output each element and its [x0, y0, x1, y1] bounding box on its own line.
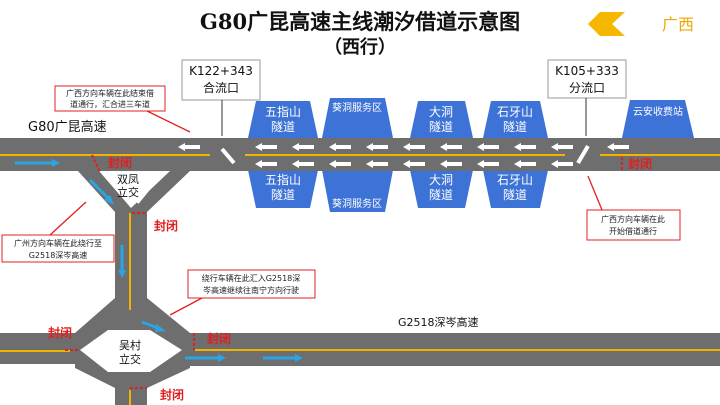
- tunnel-labels: 五指山 隧道 葵洞服务区 大洞 隧道 石牙山 隧道 云安收费站 五指山 隧道 葵…: [265, 101, 683, 210]
- left-arrow-icon: [551, 160, 573, 168]
- left-arrow-icon: [514, 160, 536, 168]
- svg-text:合流口: 合流口: [203, 80, 239, 95]
- svg-text:广西方向车辆在此: 广西方向车辆在此: [601, 214, 665, 224]
- direction-chevron-icon: [588, 12, 625, 36]
- interchange-island: [80, 330, 182, 372]
- left-arrow-icon: [403, 143, 425, 151]
- closed-label: 封闭: [160, 387, 184, 402]
- left-arrow-icon: [477, 160, 499, 168]
- svg-text:隧道: 隧道: [429, 187, 453, 202]
- svg-text:K105+333: K105+333: [555, 64, 619, 78]
- page-subtitle: （西行）: [324, 36, 396, 58]
- tunnel-shapes: [248, 98, 694, 212]
- svg-text:分流口: 分流口: [569, 81, 605, 95]
- svg-text:广州方向车辆在此绕行至: 广州方向车辆在此绕行至: [14, 238, 102, 248]
- svg-text:岑高速继续往南宁方向行驶: 岑高速继续往南宁方向行驶: [203, 285, 299, 295]
- left-arrow-icon: [255, 160, 277, 168]
- interchange-island: [99, 171, 170, 208]
- left-arrow-icon: [292, 160, 314, 168]
- left-arrow-icon: [607, 143, 629, 151]
- merge-arrow-icon: [220, 147, 236, 165]
- note-split: 广西方向车辆在此 开始借道通行: [586, 209, 681, 241]
- left-arrow-icon: [255, 143, 277, 151]
- center-lines: [0, 154, 720, 405]
- note-detour: 广州方向车辆在此绕行至 G2518深岑高速: [1, 234, 115, 263]
- interchange-label: 吴村: [119, 338, 141, 352]
- split-arrow-icon: [576, 144, 590, 165]
- closed-label: 封闭: [108, 155, 132, 170]
- svg-text:云安收费站: 云安收费站: [633, 105, 683, 118]
- interchange-label: 双凤: [117, 173, 139, 186]
- left-arrow-icon: [329, 143, 351, 151]
- interchange-label: 立交: [119, 352, 141, 366]
- left-arrow-icon: [329, 160, 351, 168]
- page-title: G80广昆高速主线潮汐借道示意图: [200, 9, 520, 34]
- svg-text:五指山: 五指山: [265, 104, 301, 119]
- detour-flow-arrows: [15, 159, 303, 362]
- svg-text:G2518深岑高速: G2518深岑高速: [29, 250, 88, 260]
- closed-label: 封闭: [154, 218, 178, 233]
- svg-text:石牙山: 石牙山: [497, 173, 533, 187]
- svg-text:五指山: 五指山: [265, 172, 301, 187]
- note-rejoin: 绕行车辆在此汇入G2518深 岑高速继续往南宁方向行驶: [187, 269, 316, 299]
- direction-label: 广西: [662, 15, 694, 34]
- left-arrow-icon: [514, 143, 536, 151]
- svg-text:石牙山: 石牙山: [497, 105, 533, 119]
- svg-text:隧道: 隧道: [503, 119, 527, 134]
- interchange-label: 立交: [117, 185, 139, 199]
- left-arrow-icon: [551, 143, 573, 151]
- split-point-box: K105+333 分流口: [547, 59, 627, 136]
- merge-point-box: K122+343 合流口: [181, 59, 261, 136]
- svg-text:隧道: 隧道: [271, 119, 295, 134]
- svg-text:道通行，汇合进三车道: 道通行，汇合进三车道: [70, 99, 150, 109]
- left-arrow-icon: [440, 143, 462, 151]
- left-arrow-icon: [292, 143, 314, 151]
- closure-labels: 封闭 封闭 封闭 封闭 封闭 封闭: [48, 155, 652, 402]
- svg-text:隧道: 隧道: [271, 187, 295, 202]
- left-arrow-icon: [440, 160, 462, 168]
- svg-text:隧道: 隧道: [429, 119, 453, 134]
- note-pointers: [49, 109, 603, 316]
- left-arrow-icon: [366, 143, 388, 151]
- note-merge: 广西方向车辆在此结束借 道通行，汇合进三车道: [54, 85, 166, 112]
- svg-text:开始借道通行: 开始借道通行: [609, 226, 657, 236]
- closed-label: 封闭: [48, 325, 72, 340]
- closure-lines: [65, 154, 623, 389]
- svg-text:广西方向车辆在此结束借: 广西方向车辆在此结束借: [66, 88, 154, 98]
- left-arrow-icon: [178, 143, 200, 151]
- svg-text:葵洞服务区: 葵洞服务区: [332, 197, 382, 210]
- svg-text:大洞: 大洞: [429, 105, 453, 119]
- road-label-g2518: G2518深岑高速: [398, 315, 479, 329]
- left-arrow-icon: [477, 143, 499, 151]
- lane-arrows: [178, 143, 629, 168]
- closed-label: 封闭: [628, 156, 652, 171]
- svg-text:葵洞服务区: 葵洞服务区: [332, 101, 382, 114]
- road-label-g80: G80广昆高速: [28, 119, 107, 135]
- svg-text:绕行车辆在此汇入G2518深: 绕行车辆在此汇入G2518深: [202, 273, 301, 283]
- left-arrow-icon: [366, 160, 388, 168]
- svg-text:K122+343: K122+343: [189, 64, 253, 78]
- svg-text:大洞: 大洞: [429, 173, 453, 187]
- left-arrow-icon: [403, 160, 425, 168]
- svg-text:隧道: 隧道: [503, 187, 527, 202]
- closed-label: 封闭: [207, 331, 231, 346]
